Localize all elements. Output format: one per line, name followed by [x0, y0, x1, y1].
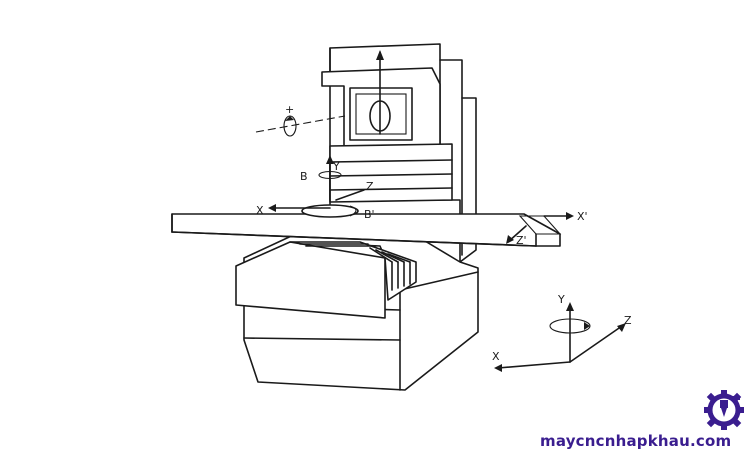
- ref-x-arrow-icon: [494, 364, 502, 372]
- label-plus: +: [285, 103, 294, 116]
- ref-label-x: X: [492, 350, 500, 363]
- rotary-platter: [301, 204, 359, 218]
- label-x-prime: X': [577, 210, 588, 223]
- rotation-arrow-icon: [285, 116, 294, 121]
- ref-rotation-arrow-icon: [584, 322, 590, 330]
- ref-label-z: Z: [624, 314, 632, 327]
- ref-label-y: Y: [557, 293, 565, 306]
- gear-cnc-logo-icon: [704, 390, 744, 430]
- machine-axes: + Y B Z X B' X' Z': [255, 103, 588, 247]
- y-axis-arrow-icon: [326, 155, 334, 164]
- saddle-steps: [329, 143, 453, 203]
- label-z-prime: Z': [516, 234, 527, 247]
- label-x: X: [256, 204, 264, 217]
- label-z: Z: [366, 180, 374, 193]
- label-b: B: [300, 170, 308, 183]
- reference-axes: Y Z X: [492, 293, 632, 372]
- ref-z-arrow-icon: [617, 323, 626, 332]
- x-axis-arrow-icon: [268, 204, 276, 212]
- work-table: [171, 213, 562, 247]
- x-prime-arrow-icon: [566, 212, 574, 220]
- spindle-head: [321, 50, 441, 151]
- ref-y-arrow-icon: [566, 302, 574, 311]
- label-b-prime: B': [364, 208, 375, 221]
- label-y: Y: [332, 160, 340, 173]
- brand-name: maycncnhapkhau.com: [540, 432, 732, 450]
- way-cover-bellows: [235, 241, 417, 319]
- z-prime-arrow-icon: [506, 235, 514, 244]
- spindle-arrow-icon: [376, 50, 384, 60]
